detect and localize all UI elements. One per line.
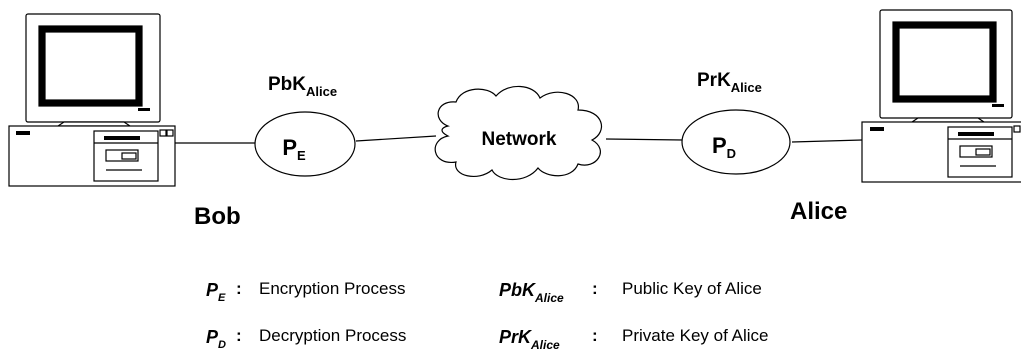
link-encrypt-network: [355, 135, 437, 142]
legend-pe-separator: :: [236, 279, 242, 298]
svg-text:PbKAlice: PbKAlice: [499, 280, 564, 305]
decryption-subscript: D: [727, 146, 736, 161]
bob-computer-icon: [8, 13, 176, 187]
private-key-subscript: Alice: [731, 80, 762, 95]
legend-pbk-separator: :: [592, 279, 598, 298]
svg-text:PD: PD: [712, 133, 736, 161]
legend-prk-symbol: PrK: [499, 327, 533, 347]
legend-pd-description: Decryption Process: [259, 326, 406, 345]
connection-lines: [175, 135, 863, 144]
encryption-subscript: E: [297, 148, 306, 163]
public-key-subscript: Alice: [306, 84, 337, 99]
alice-computer-icon: [861, 9, 1021, 183]
legend-pd-subscript: D: [218, 339, 226, 351]
legend-prk-subscript: Alice: [530, 338, 560, 352]
legend-pe-subscript: E: [218, 292, 226, 304]
svg-text:PE: PE: [282, 135, 306, 163]
legend: PE : Encryption Process PbKAlice : Publi…: [206, 279, 768, 352]
network-cloud-icon: [434, 85, 602, 181]
legend-prk-description: Private Key of Alice: [622, 326, 768, 345]
bob-label: Bob: [194, 203, 241, 230]
svg-text:PbKAlice: PbKAlice: [268, 74, 337, 99]
alice-label: Alice: [790, 198, 847, 225]
public-key-label: PbK: [268, 74, 306, 95]
legend-pd-separator: :: [236, 326, 242, 345]
encryption-process-node: [254, 111, 356, 177]
svg-text:PD: PD: [206, 327, 226, 351]
legend-pe-symbol: P: [206, 280, 219, 300]
decryption-symbol: P: [712, 133, 727, 158]
legend-pe-description: Encryption Process: [259, 279, 405, 298]
svg-text:PrKAlice: PrKAlice: [499, 327, 560, 352]
link-network-decrypt: [605, 138, 684, 141]
legend-pd-symbol: P: [206, 327, 219, 347]
legend-pbk-description: Public Key of Alice: [622, 279, 762, 298]
legend-prk-separator: :: [592, 326, 598, 345]
svg-text:PE: PE: [206, 280, 226, 304]
link-decrypt-alice: [791, 139, 863, 143]
encryption-symbol: P: [282, 135, 297, 160]
decryption-process-node: [681, 109, 791, 175]
legend-pbk-symbol: PbK: [499, 280, 537, 300]
legend-pbk-subscript: Alice: [534, 291, 564, 305]
private-key-label: PrK: [697, 70, 731, 91]
svg-text:PrKAlice: PrKAlice: [697, 70, 762, 95]
network-label: Network: [482, 129, 557, 150]
